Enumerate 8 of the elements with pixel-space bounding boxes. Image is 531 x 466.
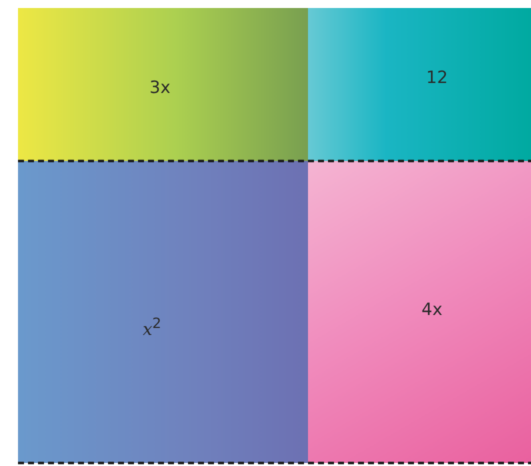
area-rectangle [308, 161, 531, 463]
area-term: 4x [422, 300, 442, 320]
area-term: x$^{2}$ [142, 316, 162, 340]
area-term: 12 [426, 68, 448, 88]
area-rectangle [18, 161, 308, 463]
area-term: 3x [150, 78, 170, 98]
area-rectangle [308, 8, 531, 161]
area-rectangle [18, 8, 308, 161]
